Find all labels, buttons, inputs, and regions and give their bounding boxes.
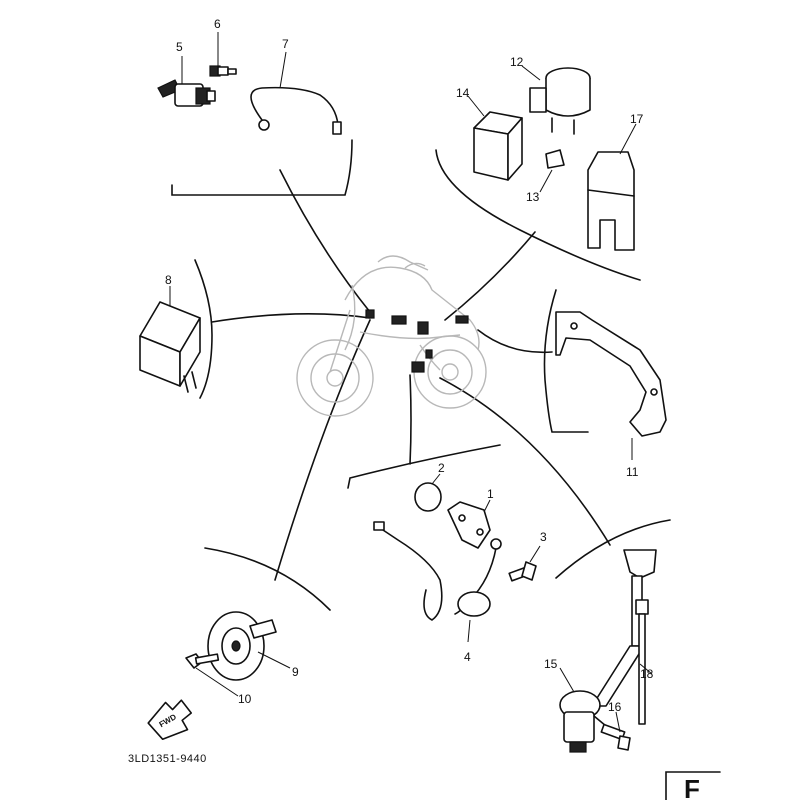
part-8-relay <box>139 286 201 393</box>
part-9-horn <box>207 611 291 681</box>
part-label-4: 4 <box>464 650 471 664</box>
part-3-bolt <box>508 545 541 582</box>
part-label-17: 17 <box>630 112 644 126</box>
part-13-grommet <box>539 149 565 193</box>
part-label-18: 18 <box>640 667 654 681</box>
part-12-flasher-relay <box>521 65 591 135</box>
frame-bottom-right-group <box>555 519 671 579</box>
frame-left-group <box>194 259 213 399</box>
frame-top-right-group <box>435 149 641 281</box>
part-15-switch <box>559 549 657 753</box>
part-14-relay <box>467 95 523 181</box>
connector-group-bottom-right <box>439 377 611 546</box>
frame-right-group <box>543 289 589 433</box>
part-label-6: 6 <box>214 17 221 31</box>
connector-group-bottom-left <box>274 319 371 581</box>
part-1-sensor <box>447 499 491 549</box>
corner-letter: F <box>684 774 700 800</box>
connector-group-top-right <box>444 231 536 321</box>
part-7-lead-wire <box>250 51 342 135</box>
part-18-cable-band <box>635 599 653 725</box>
part-17-cover <box>587 123 637 251</box>
forward-arrow-icon: FWD <box>147 699 193 741</box>
part-label-15: 15 <box>544 657 558 671</box>
part-16-bolt <box>600 711 631 751</box>
frame-bottom-left-group <box>204 547 331 611</box>
motorcycle-outline <box>296 255 487 417</box>
part-4-wire-lead <box>373 521 502 643</box>
part-6-small-switch <box>209 32 237 77</box>
connector-group-top-left <box>279 169 371 313</box>
part-10-bolt <box>185 653 239 697</box>
part-label-14: 14 <box>456 86 470 100</box>
corner-letter-box: F <box>665 771 721 800</box>
part-2-o-ring <box>414 473 442 512</box>
frame-center-group <box>347 444 501 489</box>
connector-item-11 <box>477 329 553 354</box>
part-label-3: 3 <box>540 530 547 544</box>
part-label-8: 8 <box>165 273 172 287</box>
frame-top-left-group <box>171 139 353 196</box>
part-11-bracket <box>555 311 667 460</box>
connector-item-8 <box>211 313 371 323</box>
part-5-switch <box>157 56 216 107</box>
part-label-9: 9 <box>292 665 299 679</box>
part-label-1: 1 <box>487 487 494 501</box>
part-label-10: 10 <box>238 692 252 706</box>
part-label-5: 5 <box>176 40 183 54</box>
part-label-13: 13 <box>526 190 540 204</box>
part-label-16: 16 <box>608 700 622 714</box>
part-label-2: 2 <box>438 461 445 475</box>
part-label-12: 12 <box>510 55 524 69</box>
part-label-11: 11 <box>626 465 639 479</box>
connector-group-center <box>409 374 412 465</box>
mounting-points <box>365 309 469 373</box>
part-label-7: 7 <box>282 37 289 51</box>
drawing-code: 3LD1351-9440 <box>128 753 207 765</box>
